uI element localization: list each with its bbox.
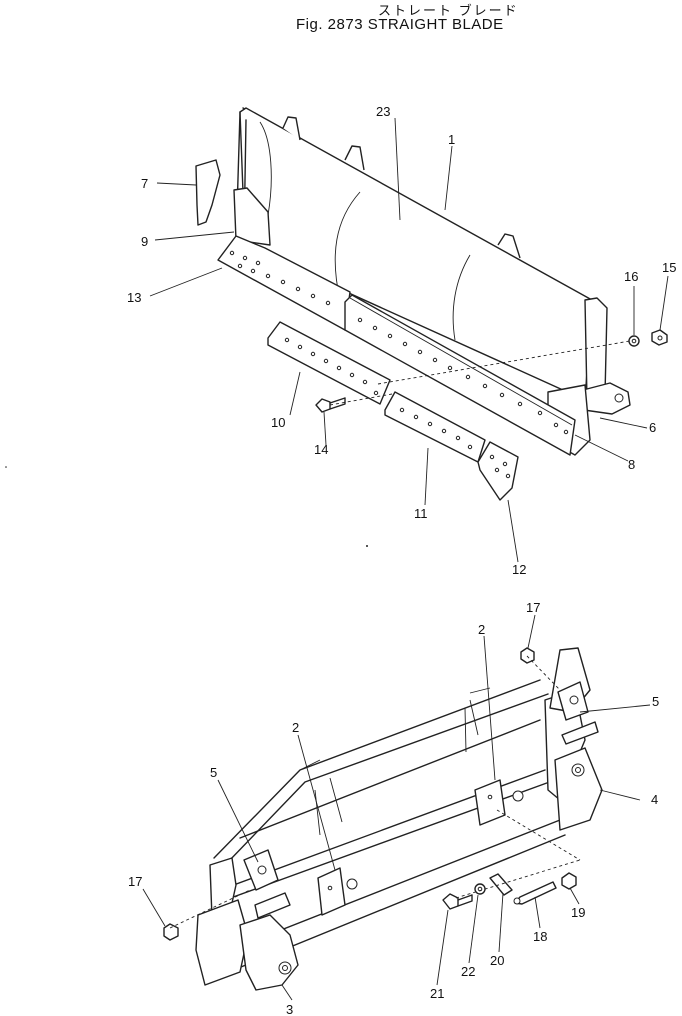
- clevis-bolt: [442, 893, 473, 910]
- callout-17-right: 17: [526, 600, 540, 615]
- callout-1: 1: [448, 132, 455, 147]
- end-bit-left: [195, 159, 221, 226]
- scan-dot: [366, 545, 368, 547]
- leader-lines: [142, 117, 669, 1001]
- callout-4: 4: [651, 792, 658, 807]
- callout-17-left: 17: [128, 874, 142, 889]
- callout-8: 8: [628, 457, 635, 472]
- pin-nut: [561, 872, 577, 890]
- plow-bolt: [315, 397, 346, 413]
- scan-dot: [5, 466, 7, 468]
- callout-23: 23: [376, 104, 390, 119]
- callout-15: 15: [662, 260, 676, 275]
- pivot-plate-right: [474, 779, 524, 826]
- callout-19: 19: [571, 905, 585, 920]
- callout-2-right: 2: [478, 622, 485, 637]
- figure-title: Fig. 2873 STRAIGHT BLADE: [296, 16, 504, 33]
- grease-fitting-left: [163, 923, 179, 941]
- cylinder-bracket-left: [243, 849, 279, 891]
- grease-fitting-right: [520, 647, 535, 664]
- cylinder-bracket-right: [557, 681, 589, 721]
- callout-22: 22: [461, 964, 475, 979]
- cutting-edge-right: [384, 391, 486, 463]
- figure-title-japanese: ストレート ブレード: [378, 3, 519, 18]
- callout-9: 9: [141, 234, 148, 249]
- callout-18: 18: [533, 929, 547, 944]
- callout-11: 11: [414, 506, 428, 521]
- callout-21: 21: [430, 986, 444, 1001]
- callout-20: 20: [490, 953, 504, 968]
- callout-7: 7: [141, 176, 148, 191]
- callout-5-left: 5: [210, 765, 217, 780]
- pivot-plate-center: [317, 867, 358, 916]
- cutting-edge-left: [267, 321, 391, 405]
- callout-5-right: 5: [652, 694, 659, 709]
- callout-14: 14: [314, 442, 328, 457]
- callout-6: 6: [649, 420, 656, 435]
- lock-pin: [513, 881, 557, 905]
- callout-2-center: 2: [292, 720, 299, 735]
- clevis-pin-small: [489, 873, 513, 896]
- callout-16: 16: [624, 269, 638, 284]
- end-bit-right: [477, 441, 519, 501]
- cutting-edge-assembly: [217, 235, 576, 456]
- callout-10: 10: [271, 415, 285, 430]
- callout-13: 13: [127, 290, 141, 305]
- callout-3: 3: [286, 1002, 293, 1016]
- callout-12: 12: [512, 562, 526, 577]
